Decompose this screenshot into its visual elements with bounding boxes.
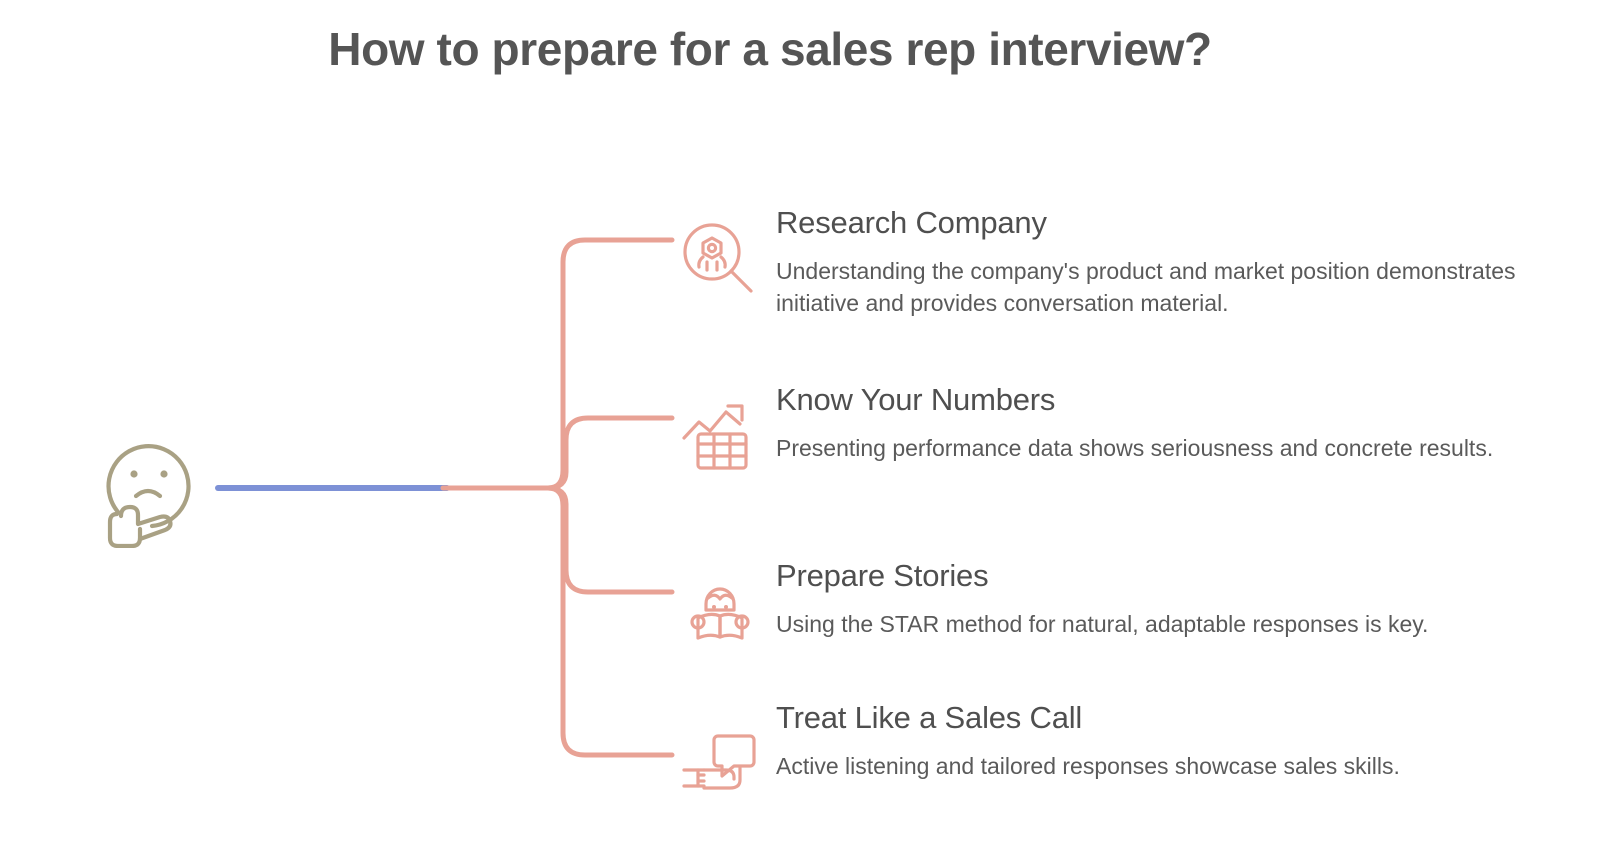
growth-chart-table-icon bbox=[682, 404, 748, 470]
branch-body-0: Understanding the company's product and … bbox=[776, 257, 1516, 317]
branch-body-3: Active listening and tailored responses … bbox=[776, 752, 1400, 779]
branch-connector-3 bbox=[545, 485, 675, 758]
hand-speech-bubble-icon bbox=[682, 734, 756, 790]
branch-text-0: Research Company Understanding the compa… bbox=[768, 205, 1552, 320]
branch-icon-0 bbox=[672, 219, 768, 297]
branch-connector-0 bbox=[545, 237, 675, 491]
branch-icon-1 bbox=[672, 396, 768, 474]
branch-text-2: Prepare Stories Using the STAR method fo… bbox=[768, 558, 1552, 640]
magnifier-person-icon bbox=[683, 223, 753, 293]
branch-item: Prepare Stories Using the STAR method fo… bbox=[672, 558, 1552, 650]
branch-heading-1: Know Your Numbers bbox=[776, 382, 1056, 417]
branch-item: Know Your Numbers Presenting performance… bbox=[672, 382, 1552, 474]
person-reading-book-icon bbox=[690, 587, 750, 640]
branch-heading-2: Prepare Stories bbox=[776, 558, 989, 593]
branch-heading-3: Treat Like a Sales Call bbox=[776, 700, 1083, 735]
branch-body-1: Presenting performance data shows seriou… bbox=[776, 434, 1494, 461]
branch-icon-2 bbox=[672, 572, 768, 650]
branch-text-3: Treat Like a Sales Call Active listening… bbox=[768, 700, 1552, 782]
page-title: How to prepare for a sales rep interview… bbox=[328, 23, 1212, 75]
branch-icon-3 bbox=[672, 728, 768, 806]
branch-connector-1 bbox=[545, 415, 675, 491]
branch-item: Treat Like a Sales Call Active listening… bbox=[672, 700, 1552, 806]
branch-connector-2 bbox=[545, 485, 675, 595]
branch-text-1: Know Your Numbers Presenting performance… bbox=[768, 382, 1552, 464]
branch-heading-0: Research Company bbox=[776, 205, 1047, 240]
branch-item: Research Company Understanding the compa… bbox=[672, 205, 1552, 320]
branch-body-2: Using the STAR method for natural, adapt… bbox=[776, 610, 1429, 637]
root-node bbox=[88, 424, 212, 549]
thinking-face-icon bbox=[106, 444, 191, 549]
